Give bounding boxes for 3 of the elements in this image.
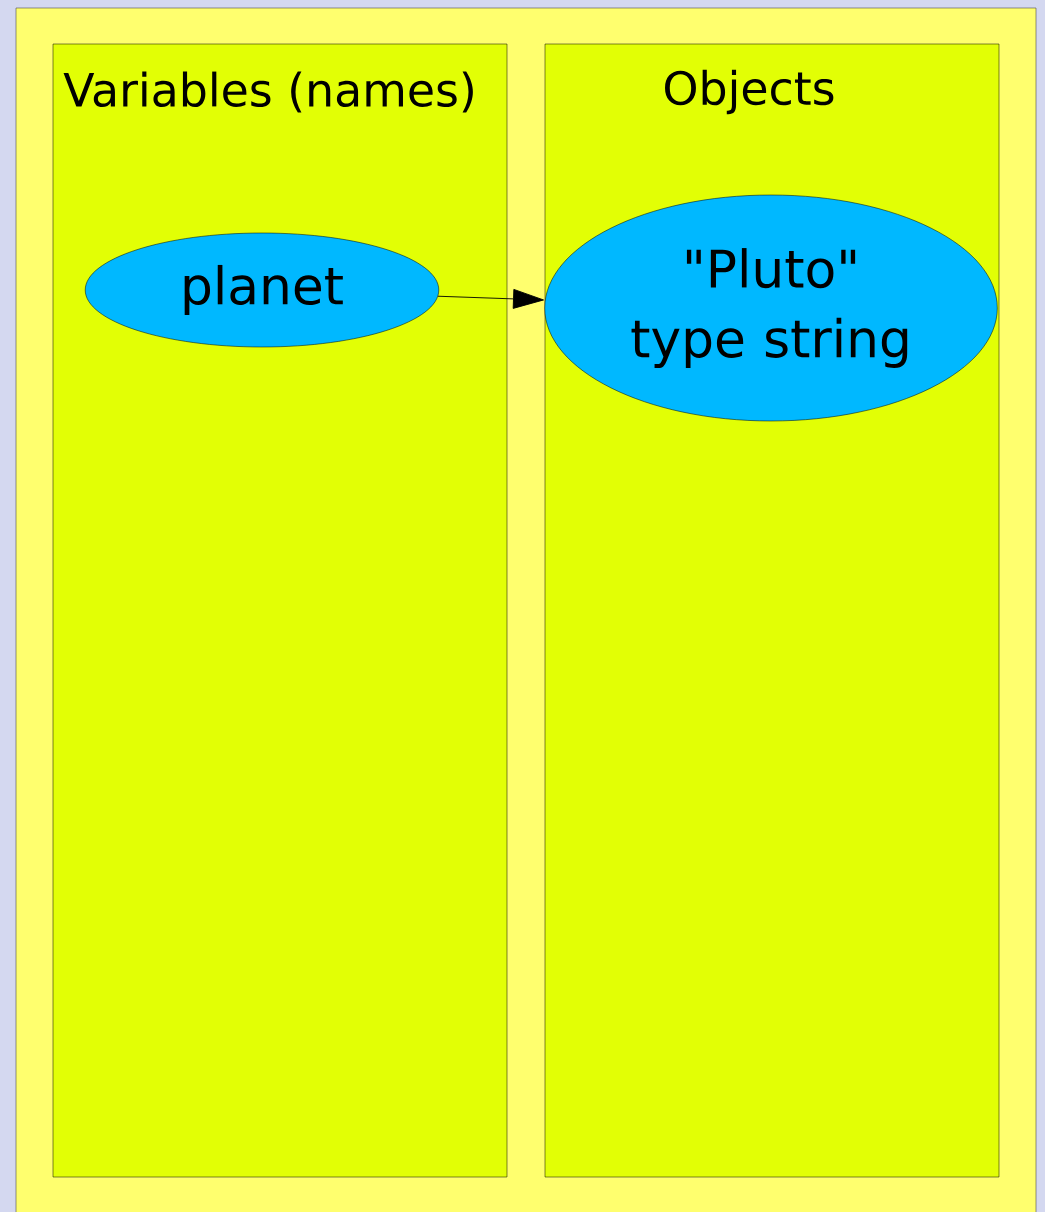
- arrow: [437, 288, 544, 309]
- ellipse-node: planet: [84, 232, 440, 348]
- ellipse-node: "Pluto" type string: [544, 194, 998, 422]
